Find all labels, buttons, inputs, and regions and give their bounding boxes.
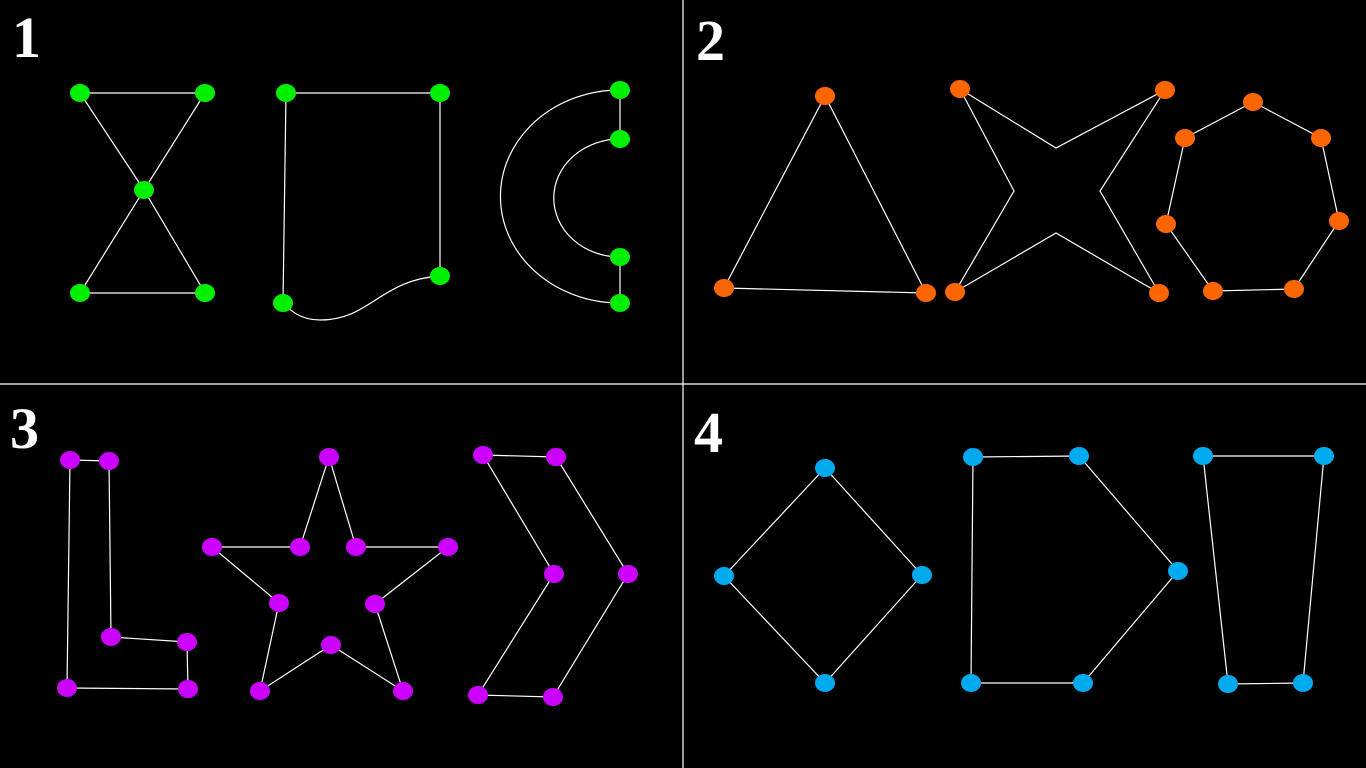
heptagon-point [1284, 280, 1304, 298]
half-ring-point [610, 81, 630, 99]
chevron-point [546, 448, 566, 466]
half-ring-point [610, 294, 630, 312]
pentagon-point [963, 448, 983, 466]
triangle-shape [714, 87, 936, 302]
pentagon-edges [970, 455, 1179, 684]
pentagon-point [961, 674, 981, 692]
half-ring-point [610, 248, 630, 266]
diamond-point [815, 459, 835, 477]
triangle-edges [723, 94, 927, 294]
panel-4-number: 4 [694, 400, 723, 465]
bowtie-point [195, 284, 215, 302]
panel-1-number: 1 [12, 5, 41, 70]
l-shape-point [99, 452, 119, 470]
trapezoid-point [1314, 447, 1334, 465]
panel-3 [57, 446, 638, 706]
five-point-star-point [290, 538, 310, 556]
heptagon-shape [1156, 93, 1349, 300]
pentagon-point [1073, 674, 1093, 692]
trapezoid-point [1193, 447, 1213, 465]
four-point-star-shape [945, 80, 1175, 302]
triangle-point [714, 279, 734, 297]
heptagon-edges [1165, 101, 1340, 292]
wavy-rectangle-point [276, 84, 296, 102]
chevron-point [544, 565, 564, 583]
panel-2-number: 2 [696, 8, 725, 73]
wavy-rectangle-shape [273, 84, 450, 321]
diamond-point [815, 674, 835, 692]
bowtie-shape [70, 84, 215, 302]
bowtie-point [134, 181, 154, 199]
half-ring-shape [499, 81, 630, 312]
chevron-point [473, 446, 493, 464]
bowtie-point [195, 84, 215, 102]
trapezoid-point [1218, 675, 1238, 693]
heptagon-point [1311, 129, 1331, 147]
diamond-point [912, 566, 932, 584]
l-shape-point [178, 680, 198, 698]
chevron-point [618, 565, 638, 583]
l-shape-point [57, 679, 77, 697]
five-point-star-point [321, 636, 341, 654]
l-shape [57, 451, 198, 698]
panel-1 [70, 81, 630, 321]
five-point-star-point [393, 682, 413, 700]
five-point-star-point [319, 448, 339, 466]
trapezoid-point [1293, 674, 1313, 692]
five-point-star-point [250, 682, 270, 700]
five-point-star-point [269, 594, 289, 612]
chevron-shape [468, 446, 638, 706]
wavy-rectangle-point [430, 267, 450, 285]
heptagon-point [1203, 282, 1223, 300]
five-point-star-shape [202, 448, 458, 700]
four-point-star-point [1155, 81, 1175, 99]
five-point-star-point [346, 538, 366, 556]
diamond-shape [714, 459, 932, 692]
four-point-star-point [1149, 284, 1169, 302]
l-shape-point [101, 628, 121, 646]
five-point-star-point [365, 595, 385, 613]
diamond-point [714, 567, 734, 585]
bowtie-point [70, 84, 90, 102]
bowtie-point [70, 284, 90, 302]
pentagon-shape [961, 447, 1188, 692]
five-point-star-point [438, 538, 458, 556]
l-shape-point [60, 451, 80, 469]
five-point-star-point [202, 538, 222, 556]
heptagon-point [1329, 212, 1349, 230]
wavy-rectangle-point [273, 294, 293, 312]
chevron-point [543, 688, 563, 706]
heptagon-point [1175, 129, 1195, 147]
triangle-point [815, 87, 835, 105]
panel-4 [714, 447, 1334, 693]
half-ring-point [610, 130, 630, 148]
half-ring-edges [499, 89, 621, 304]
heptagon-point [1243, 93, 1263, 111]
four-point-star-point [945, 283, 965, 301]
wavy-rectangle-point [430, 84, 450, 102]
pentagon-point [1168, 562, 1188, 580]
four-point-star-point [950, 80, 970, 98]
trapezoid-shape [1193, 447, 1334, 693]
l-shape-point [177, 633, 197, 651]
chevron-point [468, 686, 488, 704]
heptagon-point [1156, 215, 1176, 233]
panel-2 [714, 80, 1349, 302]
panel-3-number: 3 [10, 396, 39, 461]
pentagon-point [1069, 447, 1089, 465]
triangle-point [916, 284, 936, 302]
